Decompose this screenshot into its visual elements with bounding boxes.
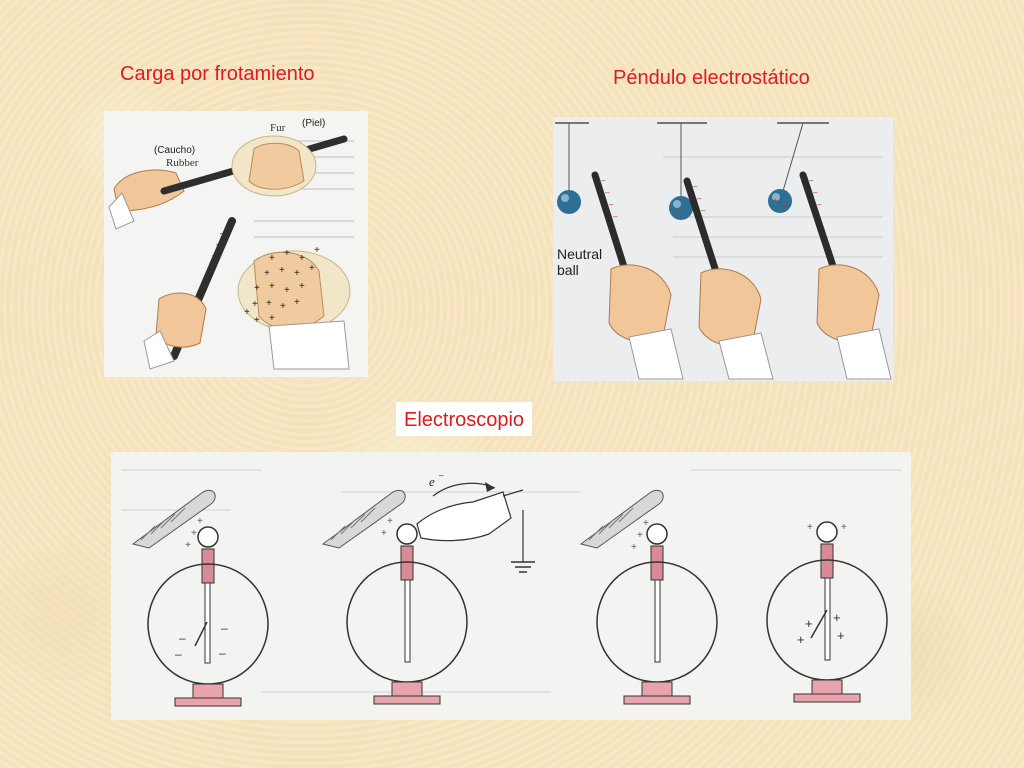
electroscope-2: ++ e – [321,471,535,705]
electroscope-4: ++ ++++ [766,521,888,703]
figure-electrostatic-pendulum: –––– ––– ––– –– ++ Neutral ball [553,117,893,381]
svg-text:+: + [797,632,805,647]
label-ball: ball [557,262,579,278]
svg-text:+: + [280,301,286,312]
pendulum-ball-1 [557,190,581,214]
label-rubber: Rubber [166,157,199,169]
svg-text:+: + [783,202,788,211]
svg-text:+: + [381,528,387,539]
svg-text:–: – [817,200,822,209]
svg-text:+: + [837,628,845,643]
figure-charging-by-friction: ––– ––– – ++++ ++++ ++++ ++++ +++ (Piel)… [104,111,368,377]
svg-text:+: + [805,616,813,631]
svg-text:+: + [294,297,300,308]
svg-text:+: + [294,268,300,279]
svg-text:–: – [601,176,606,185]
svg-text:+: + [284,248,290,259]
svg-text:+: + [266,298,272,309]
svg-text:–: – [219,646,226,660]
grounding-hand [416,491,512,542]
svg-text:–: – [701,206,706,215]
svg-text:–: – [179,631,186,645]
svg-text:–: – [697,194,702,203]
svg-text:–: – [609,200,614,209]
svg-text:–: – [200,283,205,293]
svg-text:–: – [813,188,818,197]
electroscope-illustration: +++ –––– ++ [121,469,901,707]
svg-text:+: + [833,610,841,625]
heading-carga-por-frotamiento: Carga por frotamiento [120,63,315,85]
svg-text:+: + [191,528,197,539]
electron-label: e [429,474,435,489]
svg-text:+: + [185,540,191,551]
svg-text:–: – [605,188,610,197]
figure-electroscope: +++ –––– ++ [111,452,911,720]
svg-text:+: + [254,315,260,326]
label-neutral: Neutral [557,246,602,262]
svg-text:–: – [220,228,225,238]
electroscope-1: +++ –––– [131,490,269,707]
svg-text:+: + [284,285,290,296]
heading-electroscopio: Electroscopio [396,402,533,436]
hand-3 [816,264,880,343]
svg-text:–: – [212,250,217,260]
svg-text:+: + [299,253,305,264]
svg-text:+: + [314,245,320,256]
svg-text:–: – [673,210,678,219]
svg-text:+: + [269,253,275,264]
hand-2 [698,268,762,347]
svg-text:+: + [254,283,260,294]
svg-text:–: – [677,204,682,213]
svg-text:+: + [269,313,275,324]
svg-text:+: + [197,516,203,527]
friction-illustration: ––– ––– – ++++ ++++ ++++ ++++ +++ (Piel)… [108,118,354,370]
svg-text:–: – [693,182,698,191]
label-fur: Fur [270,122,286,134]
svg-text:+: + [299,281,305,292]
svg-text:+: + [309,263,315,274]
label-caucho: (Caucho) [154,145,195,156]
svg-text:+: + [244,307,250,318]
svg-text:–: – [216,239,221,249]
svg-text:+: + [279,265,285,276]
svg-text:–: – [809,176,814,185]
fur-bottom: ++++ ++++ ++++ ++++ +++ [237,245,351,370]
svg-text:+: + [637,530,643,541]
svg-text:–: – [439,471,444,480]
hand-top-left [108,169,185,230]
svg-text:+: + [387,516,393,527]
fur-top [231,135,317,197]
svg-text:+: + [631,542,637,553]
svg-text:–: – [208,261,213,271]
svg-text:–: – [613,212,618,221]
heading-pendulo-electrostatico: Péndulo electrostático [613,67,810,89]
hand-1 [608,264,672,343]
svg-text:–: – [204,272,209,282]
svg-text:+: + [269,281,275,292]
svg-text:+: + [841,522,847,533]
pendulum-ball-3 [768,189,792,213]
svg-text:+: + [264,268,270,279]
pendulum-illustration: –––– ––– ––– –– ++ Neutral ball [555,122,892,380]
label-piel: (Piel) [302,118,325,129]
svg-text:+: + [773,196,778,205]
svg-text:+: + [643,518,649,529]
electroscope-3: +++ [579,490,718,705]
svg-text:–: – [221,621,228,635]
svg-text:+: + [252,299,258,310]
svg-text:–: – [175,647,182,661]
svg-text:+: + [807,522,813,533]
